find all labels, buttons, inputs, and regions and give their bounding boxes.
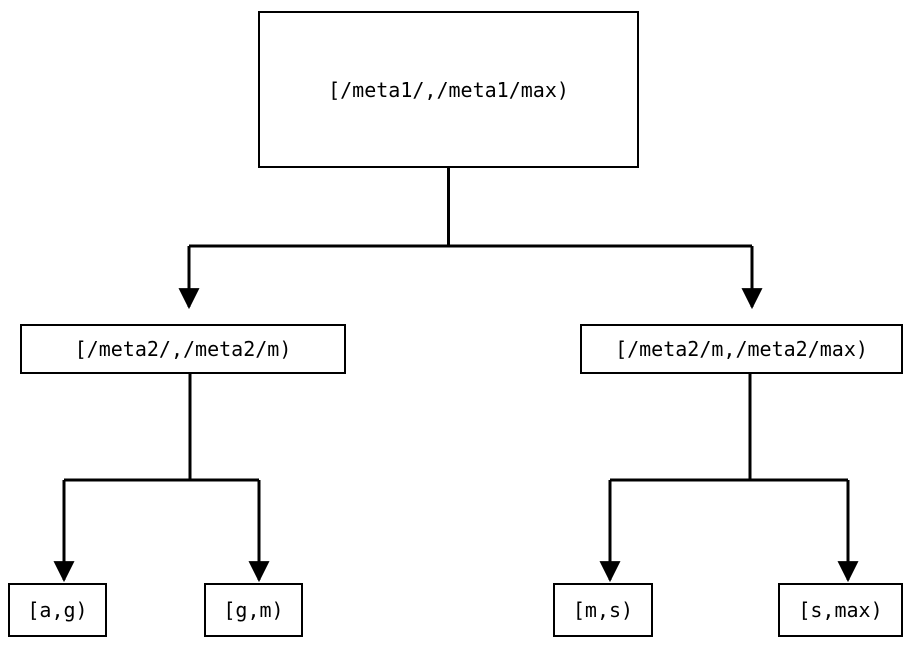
edge-mid-left-to-leaf-1 xyxy=(53,374,259,583)
tree-node-leaf-1-label: [a,g) xyxy=(27,598,88,622)
tree-node-leaf-2-label: [g,m) xyxy=(223,598,284,622)
tree-node-mid-right-label: [/meta2/m,/meta2/max) xyxy=(615,337,868,361)
tree-node-leaf-4-label: [s,max) xyxy=(798,598,883,622)
tree-node-mid-left[interactable]: [/meta2/,/meta2/m) xyxy=(20,324,346,374)
tree-node-root[interactable]: [/meta1/,/meta1/max) xyxy=(258,11,639,168)
edge-mid-right-to-leaf-3 xyxy=(599,374,848,583)
tree-node-leaf-3-label: [m,s) xyxy=(572,598,634,622)
tree-node-leaf-2[interactable]: [g,m) xyxy=(204,583,303,637)
tree-node-mid-right[interactable]: [/meta2/m,/meta2/max) xyxy=(580,324,903,374)
tree-node-leaf-1[interactable]: [a,g) xyxy=(8,583,107,637)
tree-node-leaf-4[interactable]: [s,max) xyxy=(778,583,903,637)
tree-node-mid-left-label: [/meta2/,/meta2/m) xyxy=(74,337,292,361)
tree-node-root-label: [/meta1/,/meta1/max) xyxy=(328,77,569,102)
tree-node-leaf-3[interactable]: [m,s) xyxy=(553,583,653,637)
edge-root-to-mid-left xyxy=(178,168,752,310)
